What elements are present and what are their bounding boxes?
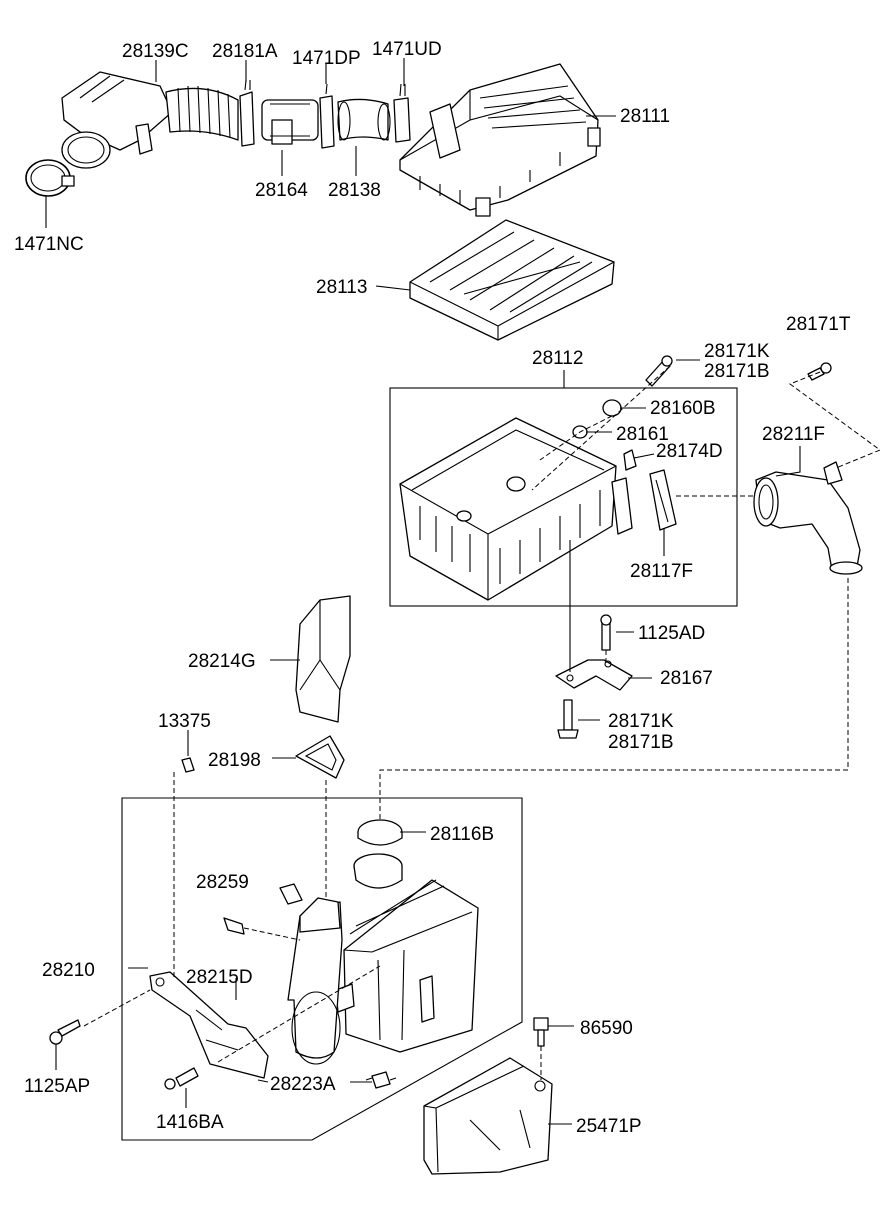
filter-element-28113 xyxy=(409,219,615,341)
label-1125AP: 1125AP xyxy=(24,1076,90,1097)
resonator-body xyxy=(335,853,479,1053)
label-28116B: 28116B xyxy=(430,824,494,845)
clip-28174D xyxy=(623,449,637,471)
label-28174D: 28174D xyxy=(656,441,723,462)
label-1471DP: 1471DP xyxy=(292,48,361,69)
label-28112: 28112 xyxy=(532,348,583,369)
clamp-28181A xyxy=(239,79,255,147)
clamp-1471UD xyxy=(393,83,411,143)
bolt-28171K-mid xyxy=(557,699,579,739)
duct-28214G xyxy=(295,595,351,723)
label-28171T: 28171T xyxy=(786,314,851,335)
wingnut-28223A xyxy=(365,1071,397,1089)
label-1471NC: 1471NC xyxy=(14,234,84,255)
clip-28259 xyxy=(223,883,303,935)
elbow-duct-28211F xyxy=(753,461,863,575)
label-28117F: 28117F xyxy=(630,561,693,582)
label-28160B: 28160B xyxy=(650,398,716,419)
label-28139C: 28139C xyxy=(122,41,189,62)
grommet-1416BA xyxy=(164,1067,199,1090)
label-28223A: 28223A xyxy=(270,1074,336,1095)
air-cleaner-cover-28111 xyxy=(399,63,601,217)
label-28215D: 28215D xyxy=(186,967,253,988)
label-28171B-top: 28171B xyxy=(704,361,770,382)
cover-25471P xyxy=(423,1057,553,1175)
label-28138: 28138 xyxy=(328,180,381,201)
bolt-28171K-top xyxy=(645,355,673,387)
lower-box-outline xyxy=(121,797,523,1141)
intake-tube xyxy=(287,897,343,1065)
bellows-hose xyxy=(165,85,239,141)
clamp-1471DP xyxy=(319,83,335,149)
label-28181A: 28181A xyxy=(212,41,278,62)
intake-duct-28139C xyxy=(61,71,173,169)
bolt-1125AP xyxy=(49,1019,81,1045)
label-28161: 28161 xyxy=(616,424,669,445)
label-28171K-mid: 28171K xyxy=(608,711,674,732)
label-1416BA: 1416BA xyxy=(156,1112,224,1133)
label-28210: 28210 xyxy=(42,960,95,981)
label-28259: 28259 xyxy=(196,872,249,893)
bolt-86590 xyxy=(533,1017,549,1047)
hose-28138 xyxy=(337,98,391,141)
cap-28116B xyxy=(357,819,403,846)
label-28171B-mid: 28171B xyxy=(608,732,674,753)
label-28167: 28167 xyxy=(660,668,713,689)
seal-28198 xyxy=(295,735,345,779)
gasket-28117F xyxy=(649,469,677,531)
leader-lines xyxy=(45,58,801,1125)
bolt-1125AD xyxy=(600,614,612,651)
bolt-28171T xyxy=(807,362,832,381)
nut-13375 xyxy=(181,757,195,773)
part-labels: 28139C 28181A 1471DP 1471UD 28111 28164 … xyxy=(14,39,851,1137)
label-1471UD: 1471UD xyxy=(372,39,442,60)
bracket-28167 xyxy=(555,659,633,691)
hose-clamp-1471NC xyxy=(25,159,75,197)
label-86590: 86590 xyxy=(580,1018,633,1039)
dashed-lines xyxy=(83,365,882,1080)
label-28113: 28113 xyxy=(316,277,367,298)
label-28198: 28198 xyxy=(208,750,261,771)
label-28171K-top: 28171K xyxy=(704,341,770,362)
label-1125AD: 1125AD xyxy=(638,623,705,644)
label-25471P: 25471P xyxy=(576,1116,642,1137)
label-28111: 28111 xyxy=(620,106,670,127)
bracket-28215D xyxy=(149,971,269,1079)
label-28214G: 28214G xyxy=(188,651,256,672)
air-cleaner-body xyxy=(399,417,633,601)
sensor-28164 xyxy=(261,99,319,145)
grommet-28160B xyxy=(602,399,622,417)
label-28164: 28164 xyxy=(255,180,308,201)
label-13375: 13375 xyxy=(158,711,211,732)
label-28211F: 28211F xyxy=(762,424,825,445)
